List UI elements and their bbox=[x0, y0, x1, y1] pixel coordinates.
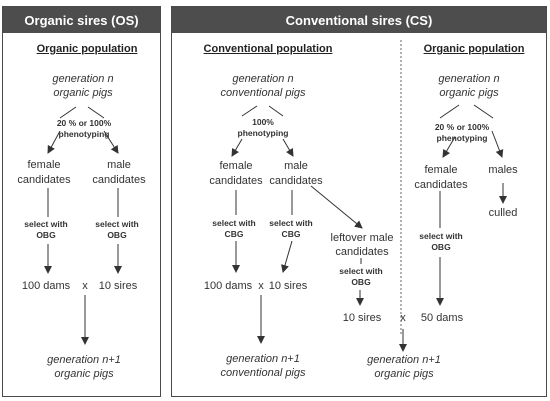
os-gen-bottom-2: organic pigs bbox=[54, 368, 114, 380]
cs-org-gen-bottom-2: organic pigs bbox=[374, 368, 434, 380]
organic-sires-title: Organic sires (OS) bbox=[3, 7, 160, 33]
cs-leftover-select-2: OBG bbox=[351, 277, 371, 287]
cs-org-gen-top-2: organic pigs bbox=[439, 87, 499, 99]
cs-org-female-2: candidates bbox=[414, 179, 468, 191]
os-select-m-2: OBG bbox=[107, 230, 127, 240]
cs-conv-gen-bottom-1: generation n+1 bbox=[226, 353, 300, 365]
cs-conv-female-1: female bbox=[219, 160, 253, 172]
cs-leftover-select-1: select with bbox=[339, 266, 383, 276]
cs-org-x: x bbox=[400, 312, 406, 324]
cs-conv-population-header: Conventional population bbox=[203, 43, 333, 55]
os-select-f-2: OBG bbox=[36, 230, 56, 240]
cs-conv-phenotyping-2: phenotyping bbox=[237, 128, 289, 138]
os-phenotyping-2: phenotyping bbox=[58, 129, 110, 139]
os-gen-bottom-1: generation n+1 bbox=[47, 354, 121, 366]
cs-conv-select-m-1: select with bbox=[269, 218, 313, 228]
cs-org-select-f-2: OBG bbox=[431, 242, 451, 252]
cs-leftover-2: candidates bbox=[335, 246, 389, 258]
os-population-header: Organic population bbox=[36, 43, 138, 55]
cs-org-phenotyping-2: phenotyping bbox=[436, 133, 488, 143]
cs-conv-dams: 100 dams bbox=[203, 280, 253, 292]
conventional-sires-title: Conventional sires (CS) bbox=[172, 7, 546, 33]
cs-conv-select-m-2: CBG bbox=[281, 229, 301, 239]
cs-org-dams50: 50 dams bbox=[420, 312, 464, 324]
cs-org-culled: culled bbox=[488, 207, 518, 219]
cs-org-population-header: Organic population bbox=[423, 43, 525, 55]
cs-conv-x: x bbox=[258, 280, 264, 292]
cs-org-gen-top-1: generation n bbox=[438, 73, 500, 85]
cs-conv-gen-bottom-2: conventional pigs bbox=[220, 367, 306, 379]
cs-org-phenotyping-1: 20 % or 100% bbox=[434, 122, 490, 132]
conventional-sires-panel: Conventional sires (CS) bbox=[171, 6, 547, 397]
cs-conv-select-f-2: CBG bbox=[224, 229, 244, 239]
cs-conv-sires: 10 sires bbox=[268, 280, 308, 292]
cs-conv-male-1: male bbox=[284, 160, 308, 172]
os-gen-top-1: generation n bbox=[52, 73, 114, 85]
cs-conv-gen-top-2: conventional pigs bbox=[220, 87, 306, 99]
os-gen-top-2: organic pigs bbox=[53, 87, 113, 99]
cs-org-males: males bbox=[488, 164, 518, 176]
os-select-m-1: select with bbox=[95, 219, 139, 229]
cs-conv-phenotyping-1: 100% bbox=[252, 117, 274, 127]
os-dams: 100 dams bbox=[21, 280, 71, 292]
os-sires: 10 sires bbox=[98, 280, 138, 292]
cs-conv-male-2: candidates bbox=[269, 175, 323, 187]
cs-org-select-f-1: select with bbox=[419, 231, 463, 241]
cs-org-sires10: 10 sires bbox=[342, 312, 382, 324]
os-male-2: candidates bbox=[92, 174, 146, 186]
organic-sires-panel: Organic sires (OS) bbox=[2, 6, 161, 397]
cs-leftover-1: leftover male bbox=[330, 232, 394, 244]
os-x: x bbox=[82, 280, 88, 292]
os-male-1: male bbox=[107, 159, 131, 171]
os-phenotyping-1: 20 % or 100% bbox=[56, 118, 112, 128]
cs-conv-select-f-1: select with bbox=[212, 218, 256, 228]
os-select-f-1: select with bbox=[24, 219, 68, 229]
os-female-2: candidates bbox=[17, 174, 71, 186]
cs-conv-gen-top-1: generation n bbox=[232, 73, 294, 85]
cs-org-gen-bottom-1: generation n+1 bbox=[367, 354, 441, 366]
os-female-1: female bbox=[27, 159, 61, 171]
cs-org-female-1: female bbox=[424, 164, 458, 176]
cs-conv-female-2: candidates bbox=[209, 175, 263, 187]
